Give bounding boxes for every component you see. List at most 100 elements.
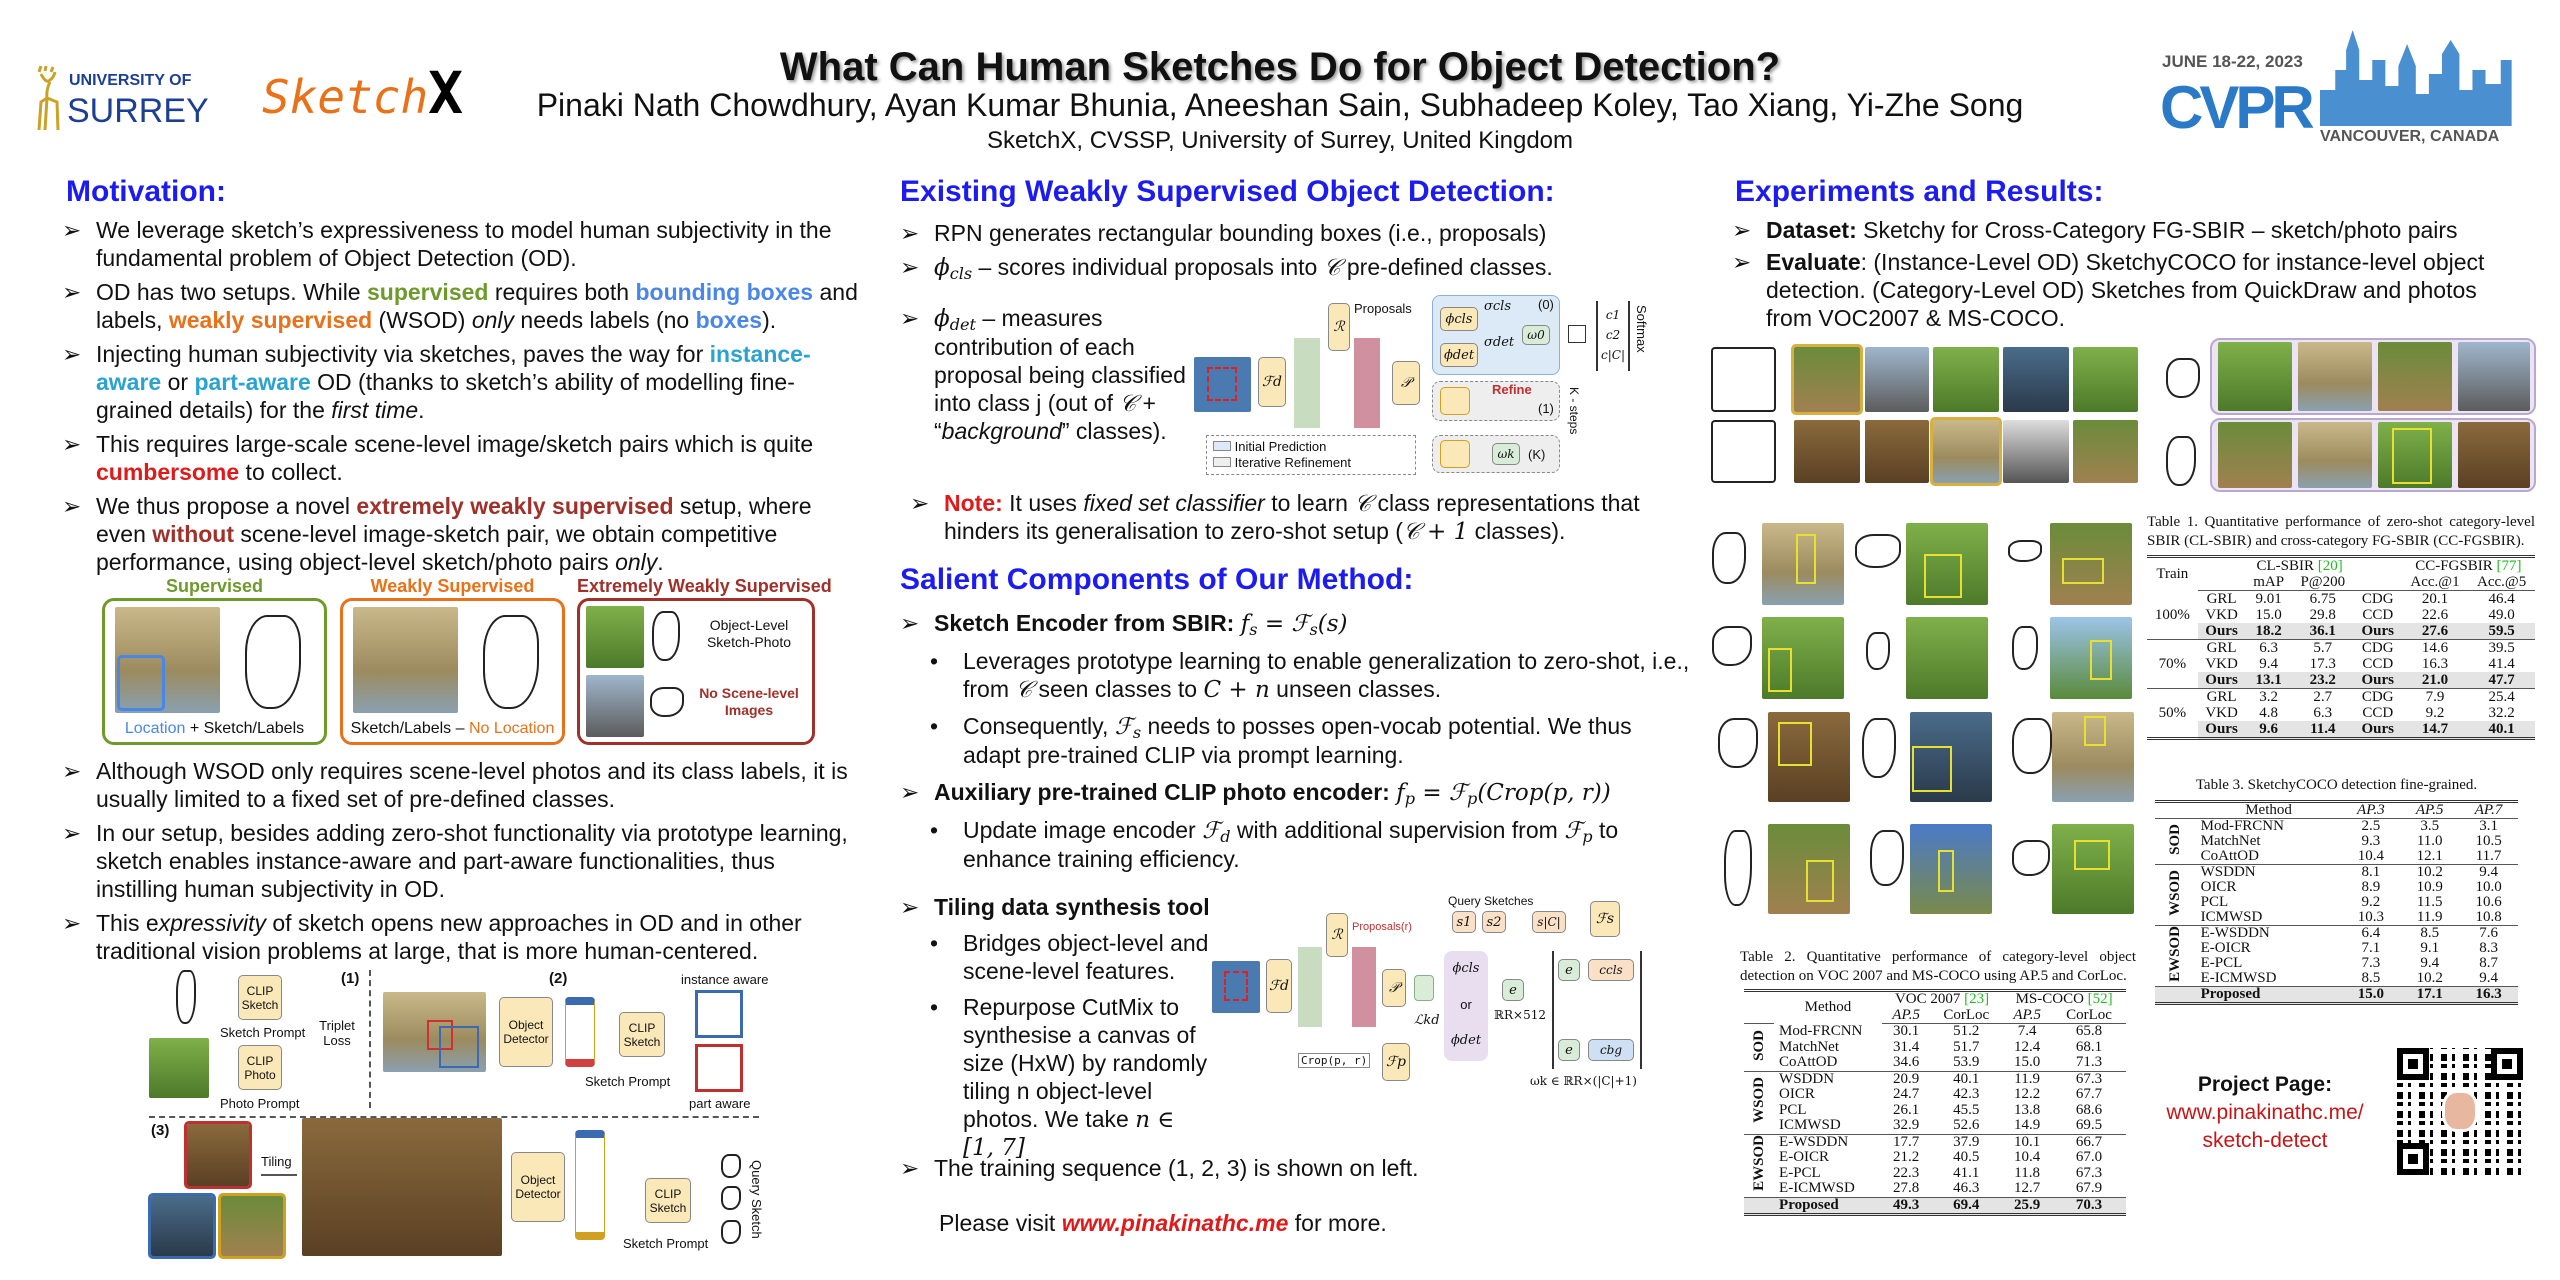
- website-link[interactable]: www.pinakinathc.me: [1061, 1210, 1289, 1236]
- photo: [1930, 417, 2002, 486]
- tiling-list: Tiling data synthesis toolBridges object…: [900, 893, 1210, 1169]
- table-cell: 14.6: [2401, 639, 2469, 656]
- bullet-text: only: [471, 307, 515, 333]
- phi-star-block: [1440, 387, 1470, 415]
- table-cell: 12.7: [2014, 1180, 2041, 1196]
- bounding-box: [117, 655, 165, 711]
- table-cell: 68.1: [2075, 1038, 2103, 1055]
- table-cell: 12.2: [2014, 1086, 2041, 1102]
- existing-det-list: ϕdet – measures contribution of each pro…: [900, 304, 1192, 451]
- table-cell: 51.2: [1953, 1023, 1980, 1039]
- cc-label: c|C|: [1601, 348, 1625, 362]
- omega-k-label: ωk ∈ ℝR×(|C|+1): [1530, 1074, 1637, 1088]
- table-cell: 10.9: [2416, 879, 2443, 895]
- bullet-item: Bridges object-level and scene-level fea…: [900, 929, 1210, 985]
- bullet-text: f: [1240, 611, 1250, 637]
- bullet-text: f: [1396, 780, 1405, 807]
- photo: [2218, 422, 2292, 488]
- table-cell: 8.7: [2479, 955, 2498, 971]
- table-cell: Ours: [2353, 623, 2402, 640]
- bullet-text: = ℱ: [1415, 780, 1468, 807]
- bullet-text: only: [615, 549, 658, 575]
- similarity-panel: [1552, 951, 1642, 1069]
- bullet-text: xpressivity: [158, 910, 266, 936]
- proposals-label: Proposals(r): [1352, 921, 1412, 933]
- phi-cls-label: ϕcls: [1452, 961, 1480, 976]
- bullet-text: .: [418, 397, 425, 423]
- feature-extractor-block: ℱd: [1258, 357, 1286, 407]
- detection-box: [2392, 428, 2432, 484]
- bullet-text: weakly supervised: [168, 307, 373, 333]
- bullet-item: Auxiliary pre-trained CLIP photo encoder…: [900, 778, 1690, 807]
- table-cell: 10.6: [2475, 894, 2502, 910]
- surrey-logo-big: SURREY: [67, 92, 209, 130]
- citation: [20]: [2317, 558, 2343, 574]
- project-page-link[interactable]: www.pinakinathc.me/sketch-detect: [2150, 1099, 2380, 1155]
- bullet-text: We thus propose a novel: [96, 493, 357, 519]
- table-cell: 16.3: [2421, 656, 2449, 672]
- table-cell: 21.0: [2401, 672, 2469, 689]
- photo: [1865, 347, 1929, 412]
- table-cell: 9.6: [2245, 721, 2292, 739]
- phi-cls-block: ϕcls: [1440, 307, 1478, 331]
- detection-box: [1938, 850, 1954, 892]
- bullet-text: Sketchy for Cross-Category FG-SBIR – ske…: [1856, 217, 2458, 243]
- table-cell: 26.1: [1893, 1101, 1920, 1118]
- bullet-text: p: [1582, 827, 1593, 847]
- train-cell: [2147, 623, 2198, 640]
- table-cell: PCL: [2200, 894, 2229, 910]
- rooster-photo: [218, 1193, 286, 1259]
- table-cell: 10.8: [2475, 909, 2502, 925]
- table-cell: 8.1: [2341, 864, 2401, 880]
- bullet-text: OD has two setups. While: [96, 279, 367, 305]
- bullet-text: .: [657, 549, 664, 575]
- bullet-item: RPN generates rectangular bounding boxes…: [900, 219, 1690, 247]
- bullet-item: Although WSOD only requires scene-level …: [62, 757, 860, 813]
- group-label: WSOD: [1744, 1070, 1775, 1134]
- col-voc-corloc: CorLoc: [1930, 1007, 2003, 1024]
- divider: [149, 1116, 759, 1118]
- table-cell: 25.4: [2468, 688, 2535, 705]
- group-label: [1744, 1196, 1775, 1215]
- citation: [52]: [2087, 991, 2113, 1007]
- table-cell: 30.1: [1893, 1023, 1920, 1039]
- train-cell: [2147, 639, 2198, 656]
- table-cell: Mod-FRCNN: [2200, 818, 2284, 834]
- stage-3-label: (3): [151, 1122, 170, 1139]
- stage-2-label: (2): [549, 970, 568, 987]
- table-cell: 13.1: [2245, 672, 2292, 689]
- no-location-label: No Location: [468, 720, 555, 737]
- table-cell: WSDDN: [2195, 864, 2342, 880]
- table-cell: 41.1: [1953, 1164, 1980, 1181]
- table-cell: 24.7: [1893, 1086, 1920, 1102]
- table-cell: 40.1: [2468, 721, 2535, 739]
- query-sketches-label: Query Sketches: [1448, 894, 1534, 908]
- bullet-item: Update image encoder ℱd with additional …: [900, 816, 1690, 873]
- sketchy-examples: [1711, 338, 2141, 488]
- bullet-text: instance-aware: [96, 341, 811, 395]
- table-cell: 27.6: [2401, 623, 2469, 640]
- phi-det-label: ϕdet: [1450, 1033, 1482, 1048]
- bullet-text: needs to posses open-vocab potential. We…: [963, 713, 1632, 769]
- col-ap5: AP.5: [2400, 801, 2460, 819]
- table-cell: GRL: [2206, 591, 2237, 607]
- clip-sketch-block: CLIP Sketch: [619, 1012, 665, 1057]
- table-cell: 8.5: [2361, 970, 2381, 986]
- bullet-text: This e: [96, 910, 159, 936]
- input-image: [1194, 357, 1251, 412]
- bullet-text: ).: [762, 307, 777, 333]
- rpn-block: ℛ: [1326, 913, 1348, 957]
- bullet-text: setup, where even: [96, 493, 812, 547]
- table-cell: CDG: [2353, 639, 2402, 656]
- table-cell: PCL: [1779, 1101, 1807, 1118]
- bullet-text: We leverage sketch’s expressiveness to m…: [96, 217, 832, 271]
- table-cell: 6.3: [2245, 639, 2292, 656]
- sketch: [1724, 830, 1752, 906]
- step-k-label: (K): [1528, 447, 1546, 462]
- proposals-label: Proposals: [1354, 301, 1412, 316]
